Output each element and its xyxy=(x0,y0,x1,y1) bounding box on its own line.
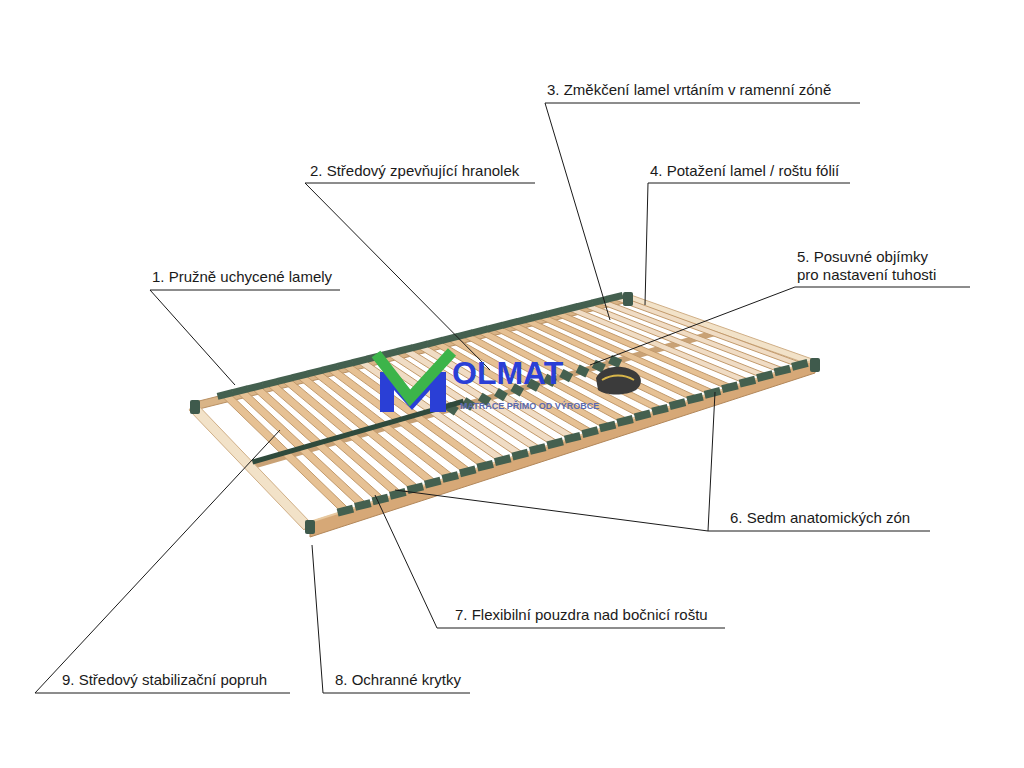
slat-holder xyxy=(582,430,598,434)
slat-holder xyxy=(355,503,371,507)
sliding-sleeve xyxy=(594,364,604,369)
leader-line xyxy=(150,290,340,385)
slat-holder xyxy=(460,469,476,473)
slat xyxy=(596,300,787,372)
slat-holder xyxy=(427,340,443,344)
slat-holder xyxy=(705,391,721,395)
slat-holder xyxy=(775,369,791,373)
slat-holder xyxy=(472,329,488,333)
slat-holder xyxy=(397,348,413,352)
slat-holder xyxy=(740,380,756,384)
slat-holder xyxy=(412,344,428,348)
slat-holder xyxy=(722,385,738,389)
slat-holder xyxy=(547,310,563,314)
slat-holder xyxy=(248,385,264,389)
slat-holder xyxy=(352,359,368,363)
slat-holder xyxy=(635,413,651,417)
slat-holder xyxy=(517,318,533,322)
slat-holder xyxy=(263,381,279,385)
slat-holder xyxy=(495,458,511,462)
slat-holder xyxy=(457,333,473,337)
callout-label: 5. Posuvné objímky pro nastavení tuhosti xyxy=(797,248,949,284)
logo-mattress-stripe xyxy=(602,376,634,381)
sliding-sleeve xyxy=(578,368,588,373)
slat-holder xyxy=(652,408,668,412)
leader-line xyxy=(375,495,725,628)
slat-holder xyxy=(477,464,493,468)
callout-label: 1. Pružně uchycené lamely xyxy=(152,268,332,286)
slat-holder xyxy=(530,447,546,451)
slat-holder xyxy=(600,425,616,429)
slat-holder xyxy=(338,509,354,513)
logo-tagline: MATRACE PŘÍMO OD VÝROBCE xyxy=(460,401,599,411)
slat-holder xyxy=(373,498,389,502)
sliding-sleeve xyxy=(496,392,505,398)
slat-holder xyxy=(577,303,593,307)
slat-holder xyxy=(757,374,773,378)
slat-holder xyxy=(425,481,441,485)
slat-holder xyxy=(442,475,458,479)
slat-holder xyxy=(442,336,458,340)
logo-check xyxy=(376,352,452,398)
leader-line xyxy=(590,287,970,365)
callout-label: 3. Změkčení lamel vrtáním v ramenní zóně xyxy=(547,81,831,99)
slat-holder xyxy=(687,397,703,401)
logo-text: OLMAT xyxy=(452,356,563,390)
slat-holder xyxy=(562,307,578,311)
protective-cap xyxy=(810,358,820,372)
leader-line xyxy=(35,430,290,693)
slat-holder xyxy=(670,402,686,406)
slat-holder xyxy=(337,363,353,367)
protective-cap xyxy=(623,292,633,306)
slat-holder xyxy=(617,419,633,423)
leader-lines xyxy=(35,103,970,693)
slat-holder xyxy=(233,389,249,393)
slat-holder xyxy=(390,492,406,496)
callout-label: 6. Sedm anatomických zón xyxy=(730,509,910,527)
slat-holder xyxy=(592,299,608,303)
slat-holder xyxy=(307,370,323,374)
slat-holder xyxy=(532,314,548,318)
slat-holder xyxy=(278,378,294,382)
slat-holder xyxy=(547,441,563,445)
slat-holder xyxy=(487,325,503,329)
slat-holder xyxy=(322,366,338,370)
leader-line xyxy=(312,545,470,693)
slat xyxy=(611,296,805,366)
callout-label: 9. Středový stabilizační popruh xyxy=(62,671,267,689)
slat-holder xyxy=(218,393,234,397)
logo-mattress-icon xyxy=(596,367,641,395)
slat-holder xyxy=(607,295,623,299)
slat-holder xyxy=(382,351,398,355)
leader-line xyxy=(708,392,930,531)
protective-cap xyxy=(305,520,315,534)
sliding-sleeve xyxy=(610,359,620,364)
callout-label: 4. Potažení lamel / roštu fólií xyxy=(650,162,839,180)
slat-holder xyxy=(292,374,308,378)
leader-line xyxy=(395,490,708,531)
leader-line xyxy=(305,183,535,370)
slat-holder xyxy=(565,436,581,440)
callout-label: 2. Středový zpevňující hranolek xyxy=(310,162,519,180)
slatted-frame xyxy=(189,292,820,537)
slat-holder xyxy=(792,363,808,367)
protective-cap xyxy=(190,400,200,414)
callout-label: 8. Ochranné krytky xyxy=(335,671,461,689)
callout-label: 7. Flexibilní pouzdra nad bočnicí roštu xyxy=(455,606,708,624)
slat-holder xyxy=(502,321,518,325)
slat-holder xyxy=(512,453,528,457)
slat-holder xyxy=(408,486,424,490)
